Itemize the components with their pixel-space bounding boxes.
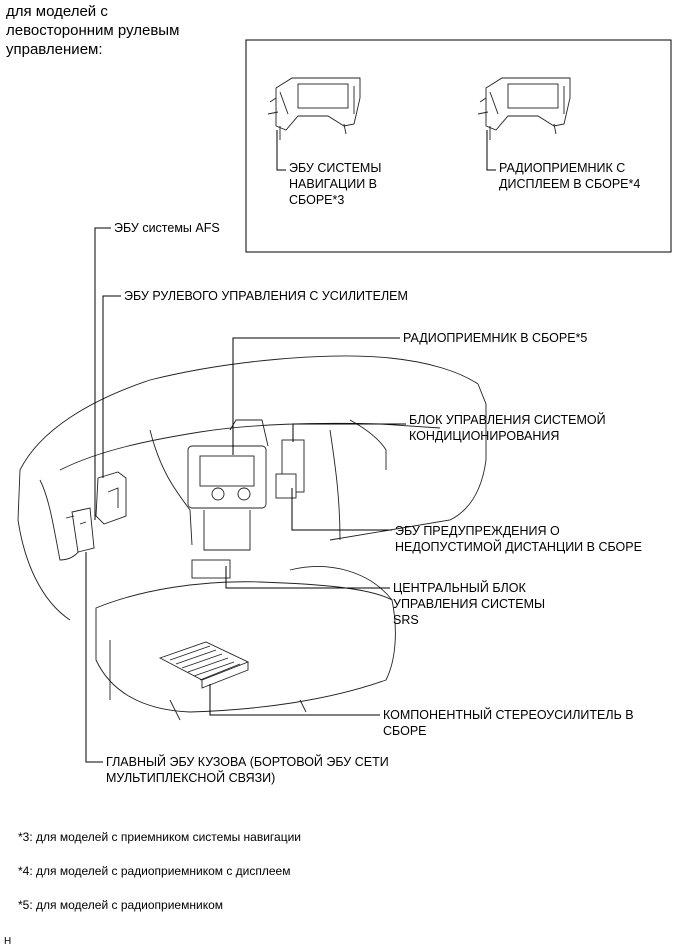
label-afs-ecu: ЭБУ системы AFS [114,221,220,235]
footer-mark: H [4,936,12,947]
footnote-3: *3: для моделей с приемником системы нав… [18,830,301,844]
label-power-steering-ecu: ЭБУ РУЛЕВОГО УПРАВЛЕНИЯ С УСИЛИТЕЛЕМ [124,289,408,303]
label-radio-receiver: РАДИОПРИЕМНИК В СБОРЕ*5 [403,331,588,345]
inset-label-radio-display: РАДИОПРИЕМНИК С ДИСПЛЕЕМ В СБОРЕ*4 [499,161,641,191]
label-ac-control: БЛОК УПРАВЛЕНИЯ СИСТЕМОЙ КОНДИЦИОНИРОВАН… [409,413,606,443]
inset-label-navigation-ecu: ЭБУ СИСТЕМЫ НАВИГАЦИИ В СБОРЕ*3 [289,161,382,207]
radio-display-drawing [477,77,571,140]
dashboard-drawing [17,355,487,721]
amplifier-drawing [158,641,250,689]
navigation-ecu-drawing [267,77,361,140]
label-main-body-ecu: ГЛАВНЫЙ ЭБУ КУЗОВА (БОРТОВОЙ ЭБУ СЕТИ МУ… [106,755,389,785]
header-text: для моделей с левосторонним рулевым упра… [6,3,180,58]
inset-box [245,39,672,253]
footnote-4: *4: для моделей с радиоприемником с дисп… [18,864,291,878]
label-clearance-warning-ecu: ЭБУ ПРЕДУПРЕЖДЕНИЯ О НЕДОПУСТИМОЙ ДИСТАН… [395,524,642,554]
footnote-5: *5: для моделей с радиоприемником [18,898,223,912]
label-stereo-amplifier: КОМПОНЕНТНЫЙ СТЕРЕОУСИЛИТЕЛЬ В СБОРЕ [383,708,634,738]
label-srs-center: ЦЕНТРАЛЬНЫЙ БЛОК УПРАВЛЕНИЯ СИСТЕМЫ SRS [393,581,546,627]
